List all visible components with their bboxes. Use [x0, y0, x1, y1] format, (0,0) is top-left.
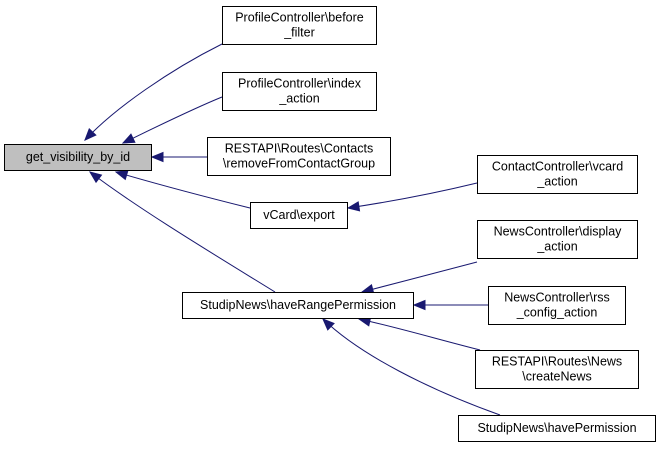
node-vcard_export[interactable]: vCard\export [250, 202, 348, 229]
arrowhead-icon [121, 133, 136, 144]
edge-line [122, 96, 223, 144]
arrowhead-icon [346, 201, 361, 212]
node-sn_range[interactable]: StudipNews\haveRangePermission [182, 292, 414, 319]
arrowhead-icon [88, 171, 103, 184]
node-box [222, 72, 377, 111]
node-label: NewsController\display [494, 225, 623, 239]
node-label: _action [536, 240, 577, 254]
edge-rest_news-to-sn_range [357, 316, 481, 351]
node-label: ContactController\vcard [492, 160, 623, 174]
node-box [250, 202, 348, 229]
node-label: StudipNews\havePermission [477, 421, 636, 435]
node-label: _config_action [516, 306, 598, 320]
edge-vcard_export-to-root [114, 170, 251, 209]
node-label: RESTAPI\Routes\News [492, 355, 622, 369]
node-label: _action [278, 92, 319, 106]
node-root: get_visibility_by_id [4, 144, 152, 171]
node-box [477, 155, 638, 194]
node-box [4, 144, 152, 171]
edge-line [347, 182, 478, 209]
arrowhead-icon [84, 128, 97, 141]
edges-layer [84, 43, 501, 416]
edge-line [361, 261, 478, 293]
edge-pc_index-to-root [121, 96, 223, 144]
node-label: ProfileController\before [235, 11, 364, 25]
node-rest_contacts[interactable]: RESTAPI\Routes\Contacts\removeFromContac… [207, 137, 391, 176]
node-box [182, 292, 414, 319]
arrowhead-icon [150, 151, 164, 163]
edge-line [84, 43, 223, 141]
edge-nc_rss-to-sn_range [412, 299, 488, 311]
node-label: \createNews [522, 370, 591, 384]
node-box [207, 137, 391, 176]
node-box [477, 220, 638, 259]
node-rest_news[interactable]: RESTAPI\Routes\News\createNews [475, 350, 639, 389]
node-pc_before[interactable]: ProfileController\before_filter [222, 6, 377, 45]
edge-rest_contacts-to-root [150, 151, 207, 163]
node-box [488, 286, 626, 325]
edge-line [89, 171, 276, 293]
node-box [475, 350, 639, 389]
node-nc_display[interactable]: NewsController\display_action [477, 220, 638, 259]
node-box [222, 6, 377, 45]
edge-line [322, 318, 501, 416]
node-label: \removeFromContactGroup [223, 157, 375, 171]
node-label: get_visibility_by_id [26, 150, 130, 164]
node-box [458, 415, 656, 442]
arrowhead-icon [322, 318, 335, 331]
node-label: _action [536, 175, 577, 189]
node-sn_have[interactable]: StudipNews\havePermission [458, 415, 656, 442]
node-label: RESTAPI\Routes\Contacts [225, 142, 373, 156]
edge-line [358, 318, 481, 351]
node-label: StudipNews\haveRangePermission [200, 298, 396, 312]
arrowhead-icon [114, 170, 129, 181]
node-label: vCard\export [263, 208, 335, 222]
nodes-layer: get_visibility_by_id ProfileController\be… [4, 6, 656, 442]
node-label: ProfileController\index [238, 77, 362, 91]
node-cc_vcard[interactable]: ContactController\vcard_action [477, 155, 638, 194]
edge-sn_have-to-sn_range [322, 318, 501, 416]
node-nc_rss[interactable]: NewsController\rss_config_action [488, 286, 626, 325]
edge-nc_display-to-sn_range [360, 261, 478, 295]
node-label: NewsController\rss [504, 291, 610, 305]
edge-pc_before-to-root [84, 43, 223, 141]
node-pc_index[interactable]: ProfileController\index_action [222, 72, 377, 111]
node-label: _filter [283, 26, 315, 40]
arrowhead-icon [412, 299, 426, 311]
edge-sn_range-to-root [88, 171, 276, 293]
edge-cc_vcard-to-vcard_export [346, 182, 478, 212]
edge-line [115, 171, 251, 209]
